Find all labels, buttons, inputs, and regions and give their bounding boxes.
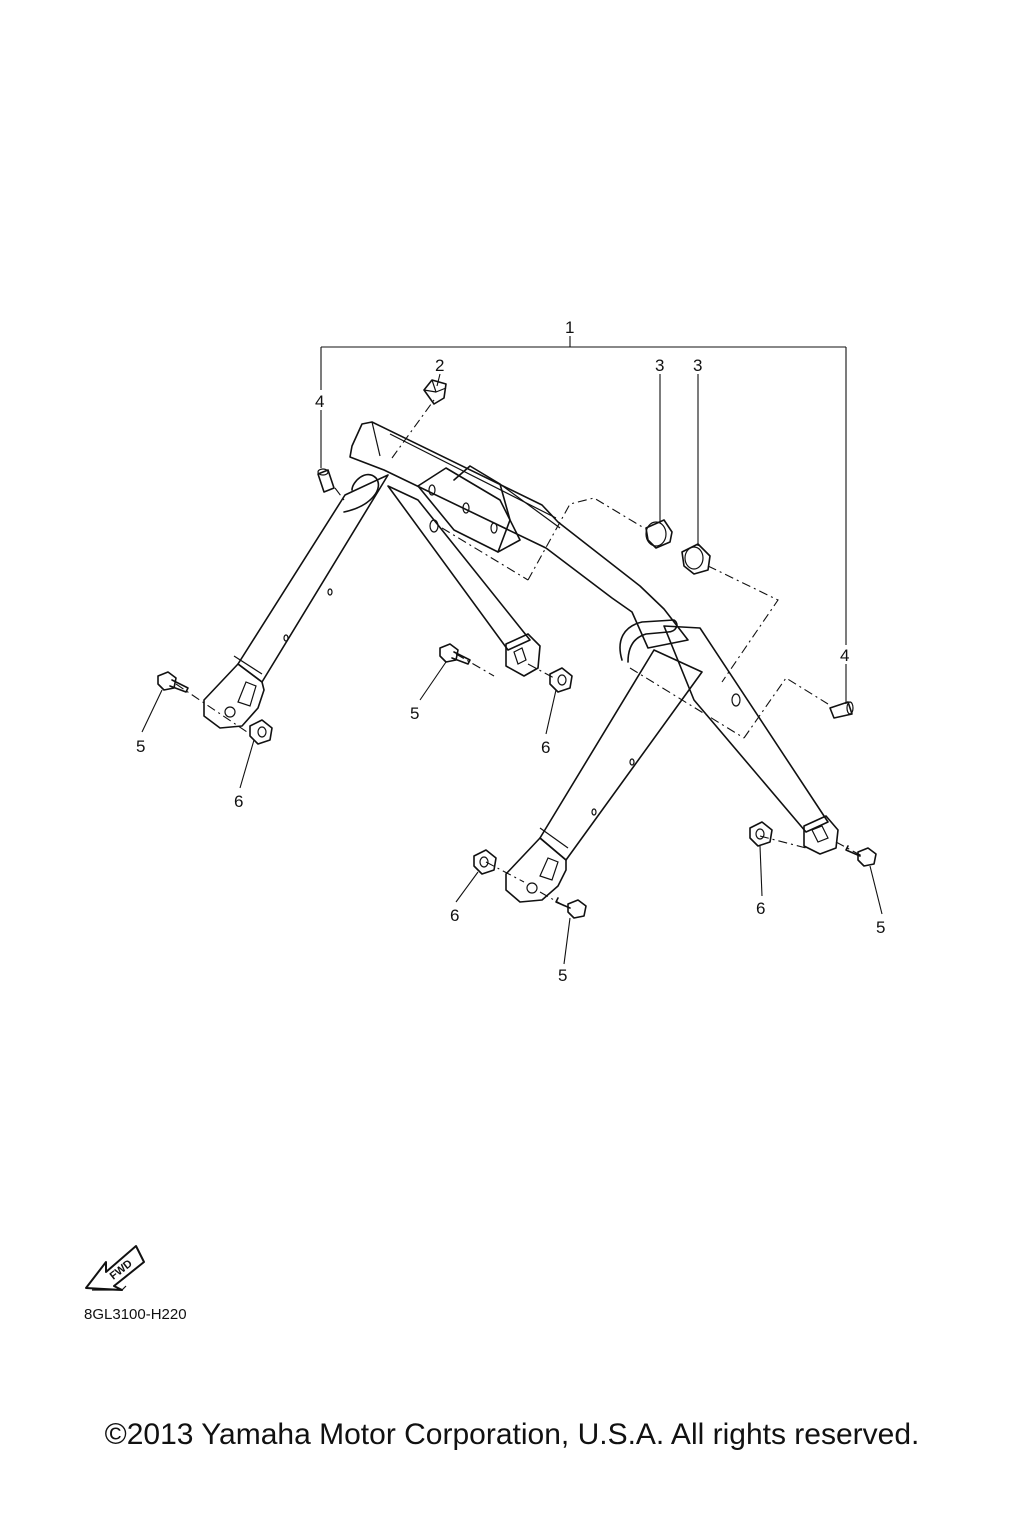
- callout-2: 2: [435, 356, 444, 375]
- callout-6-b: 6: [541, 738, 550, 757]
- diagram-code: 8GL3100-H220: [84, 1306, 187, 1323]
- callout-1: 1: [565, 318, 574, 337]
- callout-3-left: 3: [655, 356, 664, 375]
- leader-lines: [141, 373, 883, 965]
- nut-part-6-d: [473, 849, 497, 875]
- callout-5-a: 5: [136, 737, 145, 756]
- nut-part-6-c: [749, 821, 773, 847]
- nut-part-6-b: [549, 667, 573, 693]
- callout-6-a: 6: [234, 792, 243, 811]
- copyright-notice: ©2013 Yamaha Motor Corporation, U.S.A. A…: [104, 1418, 920, 1451]
- callout-6-c: 6: [756, 899, 765, 918]
- frame-assembly: [203, 421, 839, 903]
- cap-part-4-left: [317, 468, 335, 493]
- fwd-arrow-icon: FWD: [85, 1245, 145, 1291]
- bolt-part-5-c: [845, 845, 877, 867]
- cap-part-4-right: [829, 701, 854, 719]
- clamp-part-2: [423, 379, 447, 405]
- callout-5-b: 5: [410, 704, 419, 723]
- assembly-lines: [175, 399, 863, 909]
- callout-3-right: 3: [693, 356, 702, 375]
- callout-4-left: 4: [315, 392, 324, 411]
- callout-4-right: 4: [840, 646, 849, 665]
- bolt-part-5-d: [555, 897, 587, 919]
- nut-part-6-a: [249, 719, 273, 745]
- callout-5-d: 5: [558, 966, 567, 985]
- bolt-part-5-a: [157, 671, 189, 693]
- bolt-part-5-b: [439, 643, 471, 665]
- damper-part-3: [645, 519, 711, 575]
- callout-6-d: 6: [450, 906, 459, 925]
- callout-bracket: [320, 336, 847, 645]
- callout-5-c: 5: [876, 918, 885, 937]
